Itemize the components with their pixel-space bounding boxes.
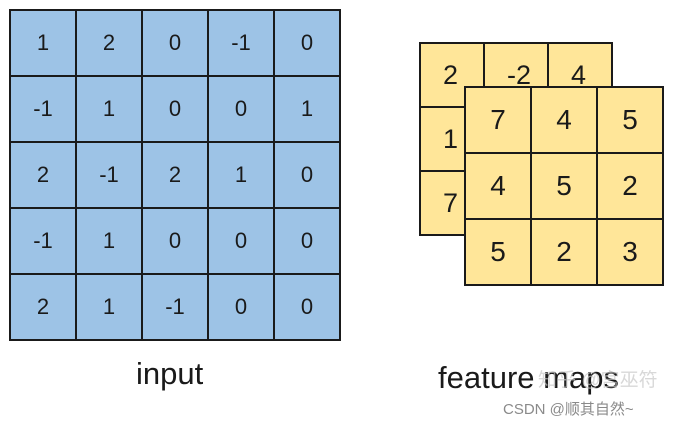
input-cell: -1	[9, 207, 77, 275]
input-cell: 0	[141, 75, 209, 143]
input-cell: -1	[75, 141, 143, 209]
input-cell: 0	[141, 9, 209, 77]
input-matrix: 1 2 0 -1 0 -1 1 0 0 1 2 -1 2 1 0 -1 1 0 …	[9, 9, 341, 341]
feature-map-cell: 2	[419, 42, 485, 108]
feature-map-cell: 2	[530, 218, 598, 286]
feature-map-cell: 4	[464, 152, 532, 220]
input-matrix-body: 1 2 0 -1 0 -1 1 0 0 1 2 -1 2 1 0 -1 1 0 …	[9, 9, 341, 341]
input-cell: 1	[75, 273, 143, 341]
input-caption: input	[136, 356, 204, 391]
input-cell: 1	[75, 75, 143, 143]
feature-map-row: 5 2 3	[464, 218, 664, 286]
input-row: 1 2 0 -1 0	[9, 9, 341, 77]
input-cell: 1	[9, 9, 77, 77]
input-row: 2 -1 2 1 0	[9, 141, 341, 209]
input-cell: 2	[9, 141, 77, 209]
feature-map-cell: 2	[596, 152, 664, 220]
feature-maps-caption: feature maps	[438, 360, 619, 395]
feature-map-front: 7 4 5 4 5 2 5 2 3	[464, 86, 664, 286]
input-cell: 0	[207, 75, 275, 143]
feature-map-cell: 7	[464, 86, 532, 154]
input-row: -1 1 0 0 1	[9, 75, 341, 143]
feature-map-cell: 5	[530, 152, 598, 220]
feature-map-cell: 4	[530, 86, 598, 154]
input-cell: -1	[207, 9, 275, 77]
feature-map-cell: 3	[596, 218, 664, 286]
input-cell: 1	[207, 141, 275, 209]
input-cell: 0	[207, 207, 275, 275]
csdn-watermark: CSDN @顺其自然~	[503, 401, 634, 418]
zhihu-watermark: 知乎 @宫巫符	[538, 370, 658, 391]
feature-map-cell: 5	[464, 218, 532, 286]
input-cell: 0	[273, 273, 341, 341]
input-cell: 1	[273, 75, 341, 143]
input-cell: 2	[141, 141, 209, 209]
input-cell: 0	[141, 207, 209, 275]
input-cell: 1	[75, 207, 143, 275]
input-row: -1 1 0 0 0	[9, 207, 341, 275]
input-cell: 0	[273, 9, 341, 77]
input-cell: 2	[75, 9, 143, 77]
feature-map-cell: 5	[596, 86, 664, 154]
feature-map-row: 4 5 2	[464, 152, 664, 220]
input-cell: -1	[9, 75, 77, 143]
input-row: 2 1 -1 0 0	[9, 273, 341, 341]
input-cell: 0	[273, 141, 341, 209]
input-cell: 2	[9, 273, 77, 341]
feature-map-front-body: 7 4 5 4 5 2 5 2 3	[464, 86, 664, 286]
input-cell: 0	[207, 273, 275, 341]
feature-map-row: 7 4 5	[464, 86, 664, 154]
input-cell: 0	[273, 207, 341, 275]
input-cell: -1	[141, 273, 209, 341]
